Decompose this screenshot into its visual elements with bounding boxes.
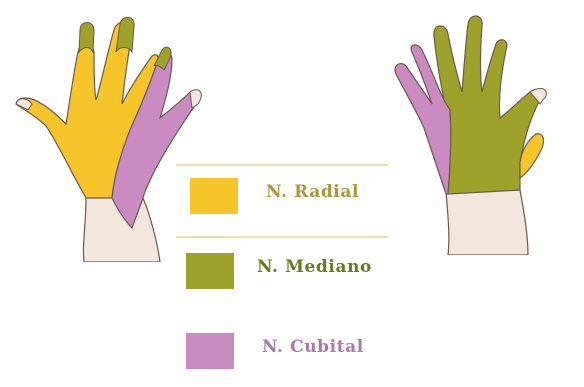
legend-frame-top bbox=[176, 164, 388, 166]
legend-swatch-radial bbox=[190, 178, 238, 214]
hand-dorsal-diagram bbox=[0, 0, 240, 262]
legend-label-mediano: N. Mediano bbox=[257, 257, 372, 277]
legend-label-cubital: N. Cubital bbox=[262, 337, 364, 357]
left-fingertip-middle bbox=[116, 17, 134, 52]
left-fingertip-index bbox=[79, 23, 94, 53]
legend-frame-bottom bbox=[176, 236, 388, 238]
legend-label-radial: N. Radial bbox=[266, 182, 359, 202]
right-wrist bbox=[446, 190, 528, 255]
legend-swatch-cubital bbox=[186, 333, 234, 369]
legend-swatch-mediano bbox=[186, 253, 234, 289]
left-little-tip bbox=[190, 90, 201, 108]
hand-palmar-diagram bbox=[378, 0, 584, 255]
